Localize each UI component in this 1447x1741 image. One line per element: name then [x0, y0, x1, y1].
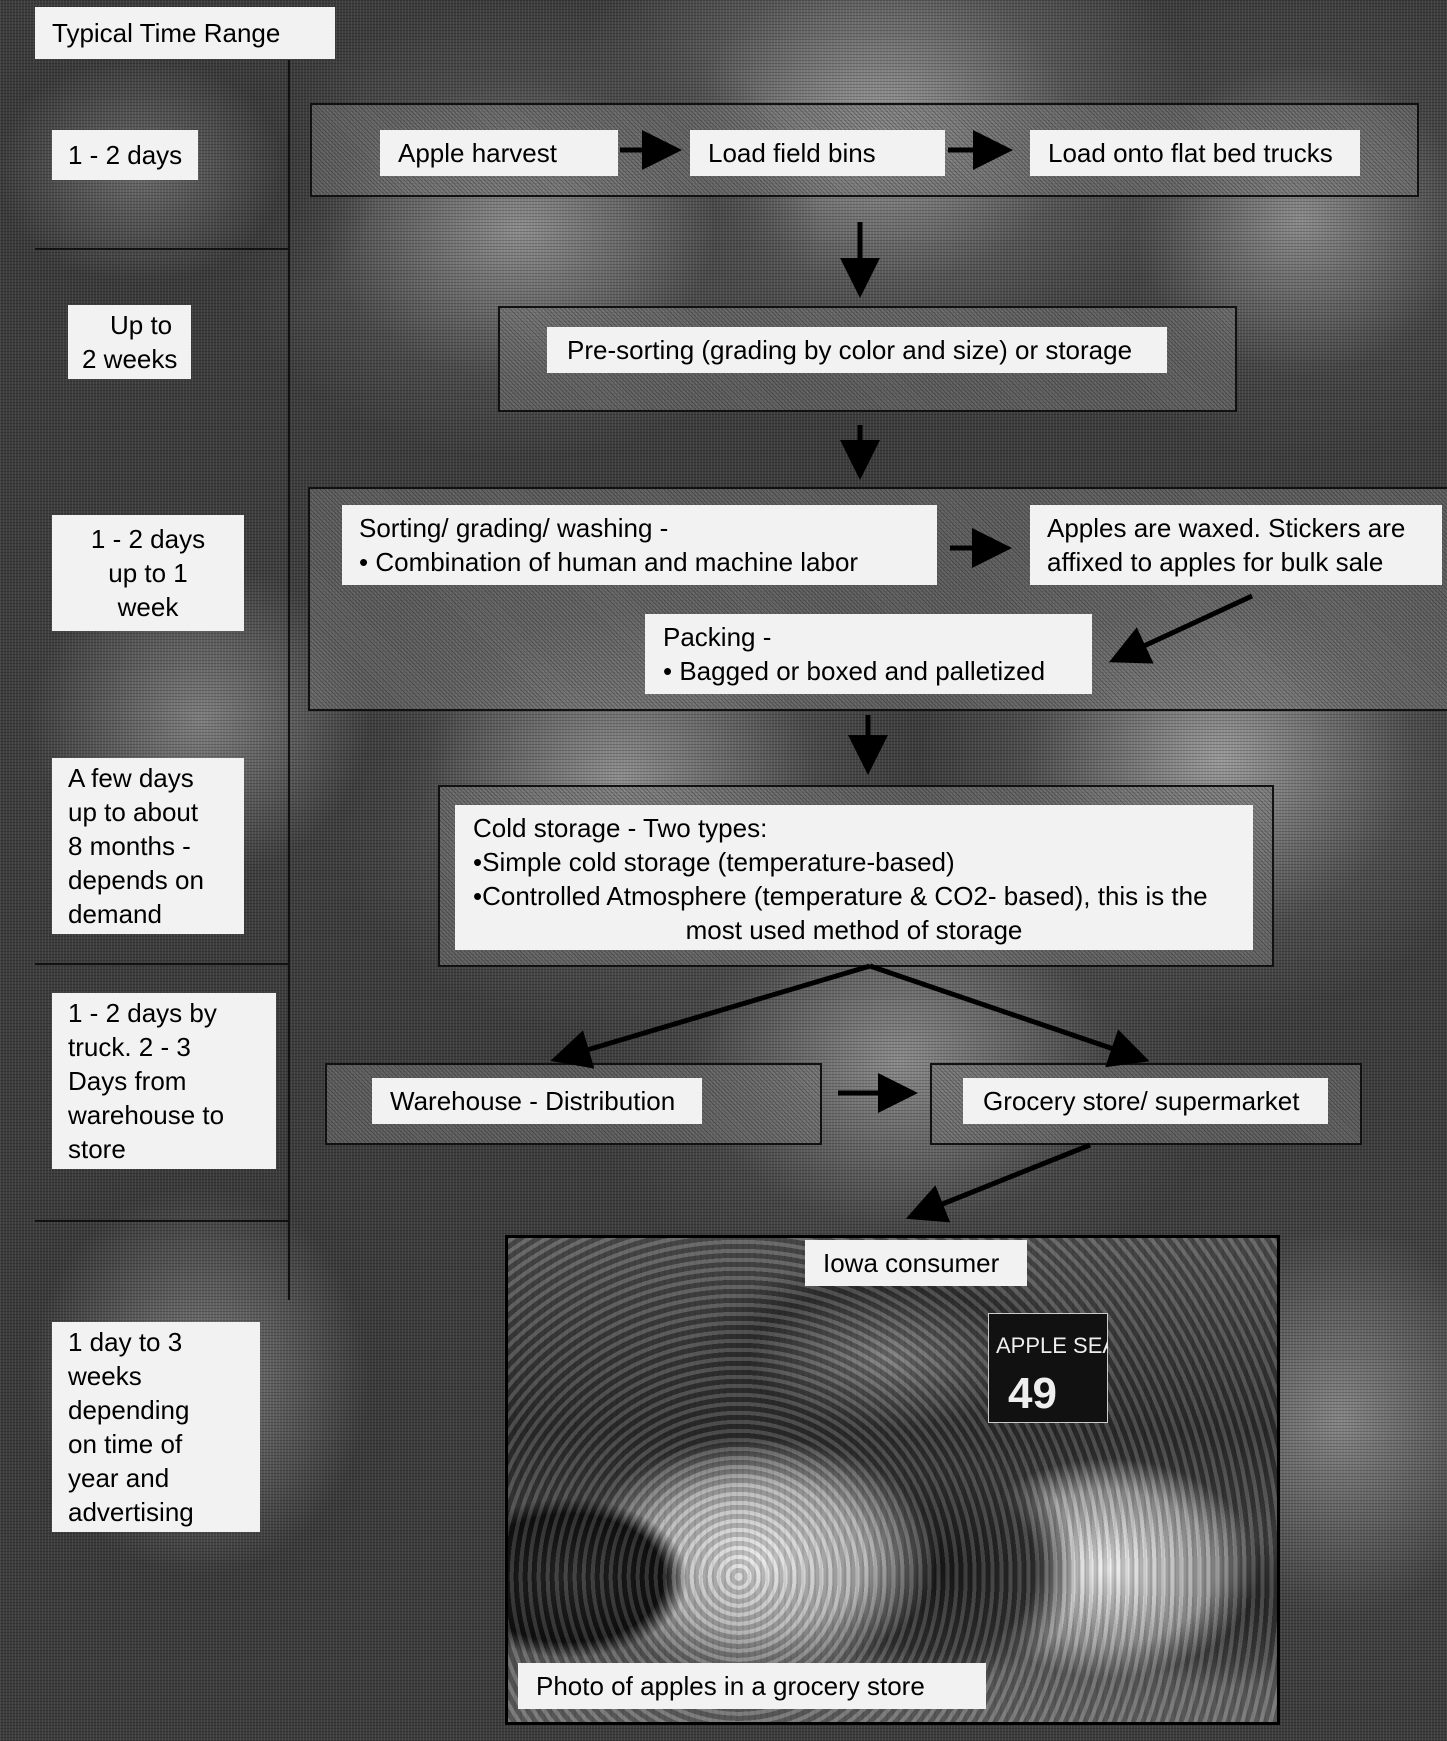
time-range-line: 1 day to 3: [68, 1325, 244, 1359]
time-range-line: advertising: [68, 1495, 244, 1529]
time-range-line: Days from: [68, 1064, 260, 1098]
arrow-cold-storage-to-warehouse: [560, 966, 870, 1058]
time-range-packing: 1 - 2 days up to 1 week: [52, 515, 244, 631]
time-range-harvest: 1 - 2 days: [52, 130, 198, 180]
step-packing: Packing - • Bagged or boxed and palletiz…: [645, 614, 1092, 694]
step-cold-storage-detail: •Simple cold storage (temperature-based): [473, 845, 1235, 879]
step-packing-title: Packing -: [663, 614, 1074, 654]
step-warehouse: Warehouse - Distribution: [372, 1078, 702, 1124]
time-range-line: week: [72, 590, 224, 624]
photo-caption: Photo of apples in a grocery store: [518, 1663, 986, 1709]
time-range-line: weeks: [68, 1359, 244, 1393]
step-apple-harvest: Apple harvest: [380, 130, 618, 176]
time-range-line: 2 weeks: [82, 342, 177, 376]
arrow-waxed-to-packing: [1118, 596, 1252, 658]
step-presorting: Pre-sorting (grading by color and size) …: [547, 327, 1167, 373]
step-sorting: Sorting/ grading/ washing - • Combinatio…: [342, 505, 937, 585]
time-range-retail: 1 day to 3 weeks depending on time of ye…: [52, 1322, 260, 1532]
step-load-trucks: Load onto flat bed trucks: [1030, 130, 1360, 176]
step-load-field-bins: Load field bins: [690, 130, 945, 176]
time-range-line: 8 months -: [68, 829, 228, 863]
step-waxed-line: Apples are waxed. Stickers are: [1047, 505, 1425, 545]
time-range-line: depends on: [68, 863, 228, 897]
time-range-presorting: Up to 2 weeks: [68, 305, 191, 379]
time-range-line: demand: [68, 897, 228, 931]
time-range-line: up to 1: [72, 556, 224, 590]
time-range-cold-storage: A few days up to about 8 months - depend…: [52, 758, 244, 934]
step-grocery: Grocery store/ supermarket: [963, 1078, 1328, 1124]
time-range-line: 1 - 2 days: [68, 138, 182, 172]
step-sorting-title: Sorting/ grading/ washing -: [359, 505, 920, 545]
time-range-header: Typical Time Range: [35, 7, 335, 59]
time-range-line: year and: [68, 1461, 244, 1495]
time-range-line: 1 - 2 days by: [68, 996, 260, 1030]
arrow-cold-storage-to-grocery: [870, 966, 1140, 1058]
time-range-line: up to about: [68, 795, 228, 829]
step-cold-storage: Cold storage - Two types: •Simple cold s…: [455, 805, 1253, 950]
time-range-line: warehouse to: [68, 1098, 260, 1132]
step-sorting-detail: • Combination of human and machine labor: [359, 545, 920, 579]
step-waxed-line: affixed to apples for bulk sale: [1047, 545, 1425, 579]
step-cold-storage-detail: most used method of storage: [473, 913, 1235, 947]
step-waxed: Apples are waxed. Stickers are affixed t…: [1030, 505, 1442, 585]
time-range-distribution: 1 - 2 days by truck. 2 - 3 Days from war…: [52, 993, 276, 1169]
time-range-line: 1 - 2 days: [72, 522, 224, 556]
time-range-line: A few days: [68, 761, 228, 795]
step-iowa-consumer: Iowa consumer: [805, 1240, 1027, 1286]
time-range-line: truck. 2 - 3: [68, 1030, 260, 1064]
time-range-line: store: [68, 1132, 260, 1166]
step-cold-storage-detail: •Controlled Atmosphere (temperature & CO…: [473, 879, 1235, 913]
time-range-line: on time of: [68, 1427, 244, 1461]
time-range-line: depending: [68, 1393, 244, 1427]
time-range-line: Up to: [82, 308, 177, 342]
step-packing-detail: • Bagged or boxed and palletized: [663, 654, 1074, 688]
arrow-grocery-to-consumer: [915, 1145, 1090, 1215]
step-cold-storage-title: Cold storage - Two types:: [473, 805, 1235, 845]
